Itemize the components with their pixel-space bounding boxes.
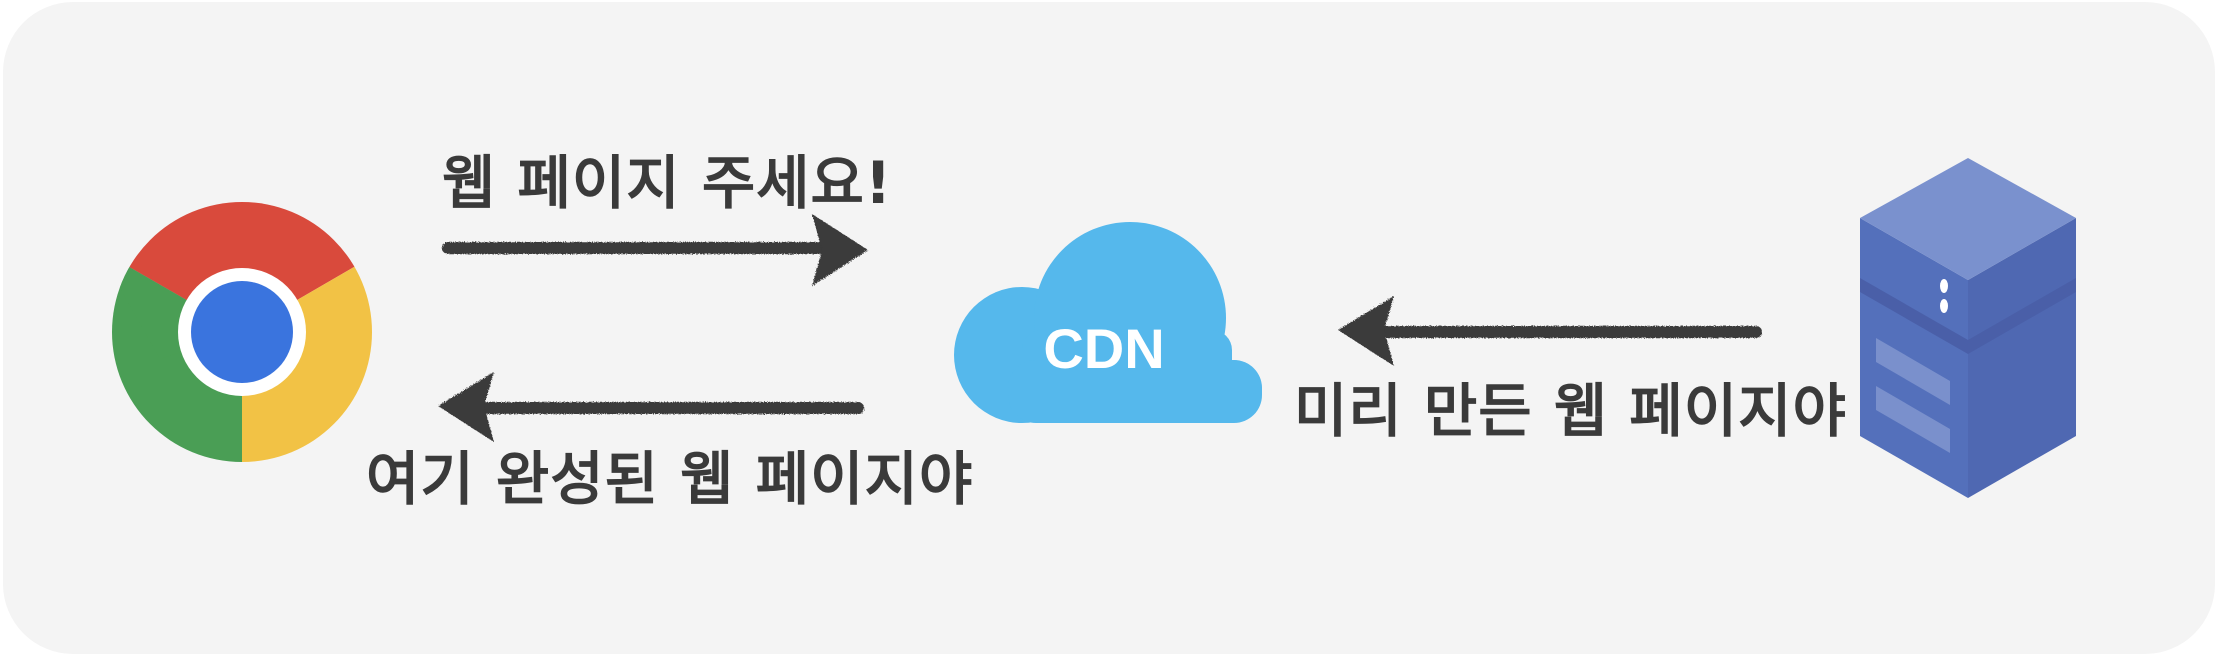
origin-to-cdn-arrow [1338, 296, 1762, 366]
cloud-icon [954, 222, 1262, 423]
request-arrow [442, 214, 868, 286]
cdn-label: CDN [1043, 317, 1164, 380]
server-icon [1860, 158, 2076, 498]
request-label: 웹 페이지 주세요! [442, 149, 893, 217]
response-label: 여기 완성된 웹 페이지야 [366, 445, 974, 513]
chrome-browser-icon [112, 202, 372, 462]
origin-to-cdn-label: 미리 만든 웹 페이지야 [1294, 377, 1847, 445]
response-arrow [438, 372, 864, 442]
cdn-cloud: CDN [954, 222, 1262, 423]
